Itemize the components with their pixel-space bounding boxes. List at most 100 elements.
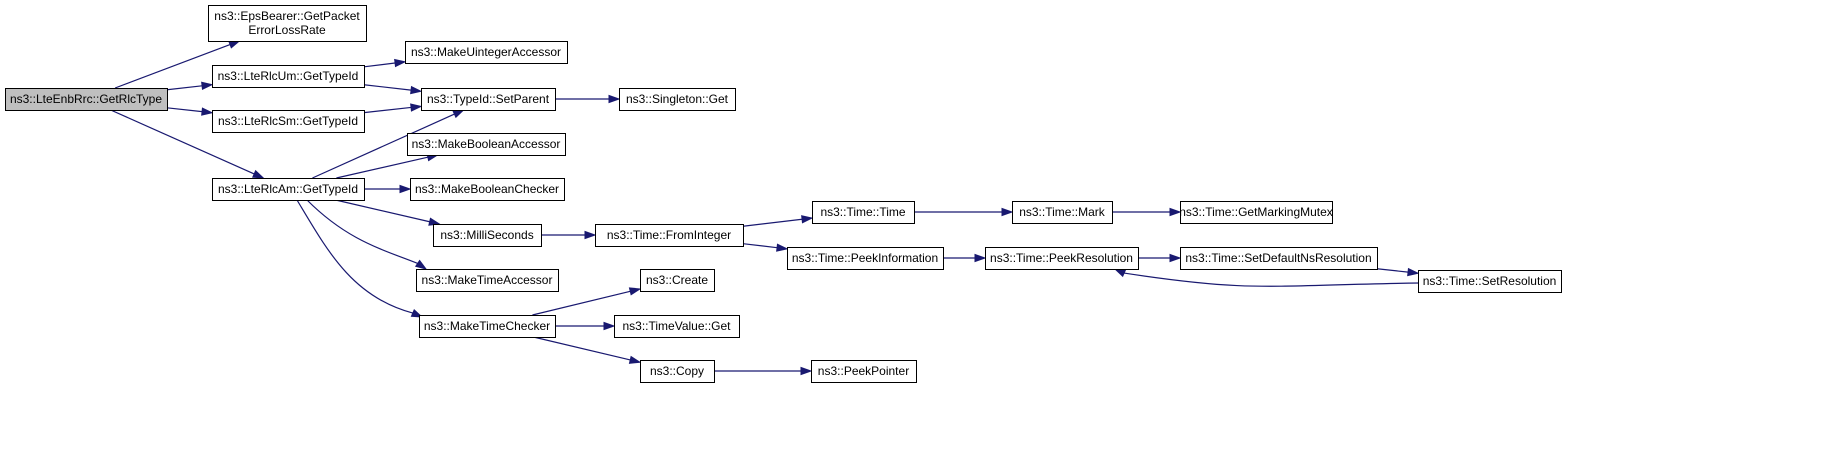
node-box — [208, 5, 367, 42]
node-box — [433, 224, 542, 247]
node-label: ns3::LteRlcUm::GetTypeId — [218, 69, 359, 83]
node-label: ErrorLossRate — [248, 23, 326, 37]
node-box — [985, 247, 1139, 270]
node-box — [787, 247, 944, 270]
node-rlcsm[interactable]: ns3::LteRlcSm::GetTypeId — [212, 110, 365, 133]
node-box — [1180, 247, 1378, 270]
node-box — [1012, 201, 1113, 224]
node-box — [405, 41, 568, 64]
edge-line — [532, 290, 631, 316]
node-label: ns3::Time::GetMarkingMutex — [1179, 205, 1333, 219]
arrowhead-icon — [399, 184, 412, 194]
arrowhead-icon — [801, 215, 814, 224]
edge-line — [336, 156, 428, 179]
node-copy[interactable]: ns3::Copy — [640, 360, 715, 383]
edge-line — [363, 62, 396, 68]
node-muint[interactable]: ns3::MakeUintegerAccessor — [405, 41, 568, 64]
node-timetime[interactable]: ns3::Time::Time — [812, 201, 915, 224]
node-mbchk[interactable]: ns3::MakeBooleanChecker — [410, 178, 565, 201]
node-mtacc[interactable]: ns3::MakeTimeAccessor — [416, 269, 559, 292]
node-box — [416, 269, 559, 292]
edge-fromint-to-peekinfo — [742, 243, 789, 252]
node-box — [619, 88, 736, 111]
edge-root-to-rlcsm — [166, 107, 214, 116]
node-box — [421, 88, 556, 111]
node-peekinfo[interactable]: ns3::Time::PeekInformation — [787, 247, 944, 270]
edge-line — [1376, 268, 1409, 273]
node-rlcum[interactable]: ns3::LteRlcUm::GetTypeId — [212, 65, 365, 88]
arrowhead-icon — [628, 287, 642, 296]
edge-line — [742, 218, 803, 227]
node-box — [640, 360, 715, 383]
arrowhead-icon — [1001, 207, 1014, 217]
node-mark[interactable]: ns3::Time::Mark — [1012, 201, 1113, 224]
node-label: ns3::MakeTimeAccessor — [422, 273, 553, 287]
node-setres[interactable]: ns3::Time::SetResolution — [1418, 270, 1562, 293]
node-box — [410, 178, 565, 201]
node-peekptr[interactable]: ns3::PeekPointer — [811, 360, 917, 383]
arrowhead-icon — [1169, 207, 1182, 217]
node-rlcam[interactable]: ns3::LteRlcAm::GetTypeId — [212, 178, 365, 201]
node-label: ns3::EpsBearer::GetPacket — [214, 9, 360, 23]
node-mtchk[interactable]: ns3::MakeTimeChecker — [419, 315, 556, 338]
node-box — [419, 315, 556, 338]
edge-fromint-to-timetime — [742, 215, 814, 227]
node-milli[interactable]: ns3::MilliSeconds — [433, 224, 542, 247]
node-create[interactable]: ns3::Create — [640, 269, 715, 292]
arrowhead-icon — [608, 94, 621, 104]
node-label: ns3::TypeId::SetParent — [427, 92, 550, 106]
node-singleton[interactable]: ns3::Singleton::Get — [619, 88, 736, 111]
arrowhead-icon — [603, 321, 616, 331]
edge-mtchk-to-tvget — [555, 321, 616, 331]
edge-line — [312, 113, 455, 179]
node-box — [407, 133, 566, 156]
edge-timetime-to-mark — [914, 207, 1014, 217]
arrowhead-icon — [584, 230, 597, 240]
node-label: ns3::Time::SetResolution — [1423, 274, 1557, 288]
edge-setdef-to-setres — [1376, 267, 1420, 277]
edge-mark-to-getmm — [1112, 207, 1182, 217]
arrowhead-icon — [776, 243, 789, 252]
node-mbacc[interactable]: ns3::MakeBooleanAccessor — [407, 133, 566, 156]
edge-milli-to-fromint — [541, 230, 597, 240]
arrowhead-icon — [1113, 268, 1127, 278]
call-edges — [110, 40, 1421, 376]
edge-peekres-to-setdef — [1138, 253, 1182, 263]
arrowhead-icon — [410, 85, 423, 95]
edge-rlcam-to-mbchk — [364, 184, 412, 194]
node-setdef[interactable]: ns3::Time::SetDefaultNsResolution — [1180, 247, 1378, 270]
arrowhead-icon — [628, 355, 642, 364]
edge-mtchk-to-copy — [533, 336, 642, 364]
arrowhead-icon — [452, 109, 465, 119]
node-box — [640, 269, 715, 292]
node-peekres[interactable]: ns3::Time::PeekResolution — [985, 247, 1139, 270]
edge-root-to-rlcum — [166, 81, 214, 91]
edge-rlcam-to-mbacc — [336, 153, 440, 179]
node-label: ns3::PeekPointer — [818, 364, 909, 378]
node-getmm[interactable]: ns3::Time::GetMarkingMutex — [1179, 201, 1333, 224]
node-box — [1418, 270, 1562, 293]
edge-line — [335, 199, 430, 223]
node-label: ns3::MakeBooleanChecker — [415, 182, 559, 196]
edge-rlcam-to-setparent — [312, 109, 465, 179]
edge-peekinfo-to-peekres — [943, 253, 987, 263]
node-label: ns3::Time::PeekResolution — [990, 251, 1133, 265]
edge-line — [296, 199, 413, 314]
node-tvget[interactable]: ns3::TimeValue::Get — [614, 315, 740, 338]
node-root[interactable]: ns3::LteEnbRrc::GetRlcType — [5, 88, 168, 111]
node-fromint[interactable]: ns3::Time::FromInteger — [595, 224, 744, 247]
arrowhead-icon — [252, 169, 265, 179]
node-box — [212, 178, 365, 201]
node-box — [614, 315, 740, 338]
edge-line — [533, 336, 631, 361]
arrowhead-icon — [201, 81, 214, 91]
edge-rlcsm-to-setparent — [363, 103, 423, 114]
node-label: ns3::LteEnbRrc::GetRlcType — [10, 92, 162, 106]
node-label: ns3::Time::Mark — [1019, 205, 1106, 219]
node-setparent[interactable]: ns3::TypeId::SetParent — [421, 88, 556, 111]
arrowhead-icon — [228, 40, 241, 49]
arrowhead-icon — [1407, 267, 1420, 277]
edge-rlcum-to-muint — [363, 58, 407, 68]
